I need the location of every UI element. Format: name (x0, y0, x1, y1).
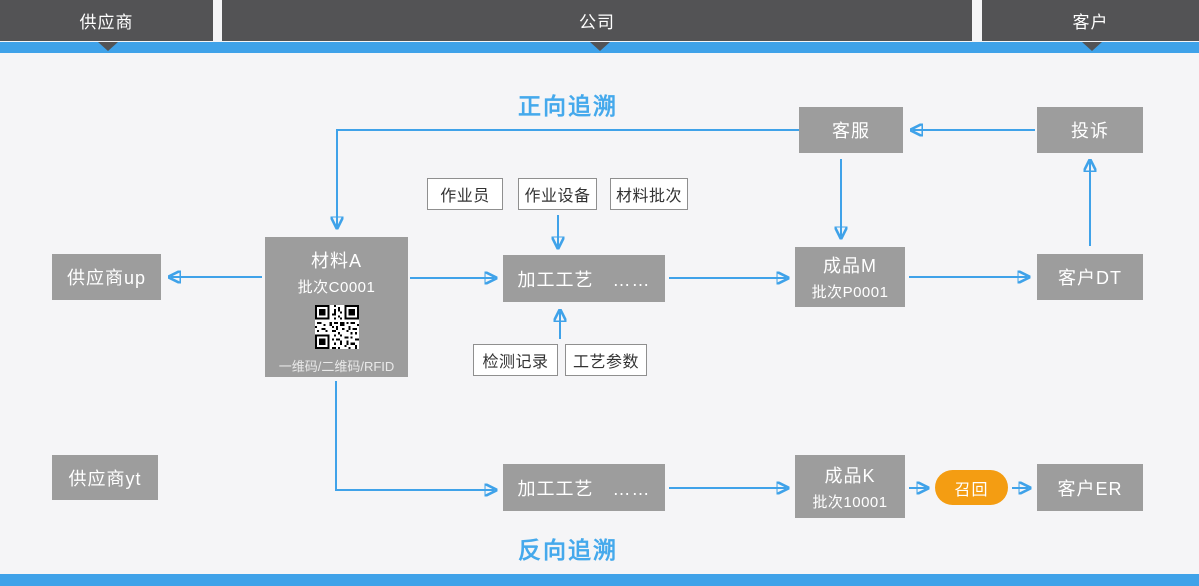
process-bottom-label: 加工工艺 …… (517, 478, 651, 499)
product-m-batch: 批次P0001 (811, 284, 889, 301)
swimlane-header: 供应商 公司 客户 (0, 0, 1199, 41)
tag-inspection-record: 检测记录 (473, 344, 558, 376)
bottom-accent-bar (0, 574, 1199, 586)
complaint-label: 投诉 (1071, 121, 1109, 141)
lane-company-label: 公司 (579, 13, 615, 32)
supplier-pointer-triangle (98, 42, 118, 51)
customer-pointer-triangle (1082, 42, 1102, 51)
lane-supplier: 供应商 (0, 0, 213, 41)
material-a-batch: 批次C0001 (297, 279, 376, 296)
tag-operator: 作业员 (427, 178, 503, 210)
recall-label: 召回 (954, 481, 989, 499)
node-product-m: 成品M 批次P0001 (795, 247, 905, 307)
node-supplier-yt: 供应商yt (52, 455, 158, 500)
material-a-code-caption: 一维码/二维码/RFID (278, 359, 395, 374)
node-complaint: 投诉 (1037, 107, 1143, 153)
lane-customer-label: 客户 (1072, 13, 1109, 32)
material-a-name: 材料A (310, 251, 362, 271)
node-supplier-up: 供应商up (52, 254, 161, 300)
node-product-k: 成品K 批次10001 (795, 455, 905, 518)
product-m-name: 成品M (823, 256, 877, 276)
lane-customer: 客户 (982, 0, 1199, 41)
company-pointer-triangle (590, 42, 610, 51)
supplier-up-label: 供应商up (66, 268, 147, 288)
customer-dt-label: 客户DT (1058, 268, 1122, 288)
tag-material-batch: 材料批次 (610, 178, 688, 210)
tag-equipment: 作业设备 (518, 178, 597, 210)
lane-supplier-label: 供应商 (79, 13, 134, 32)
node-material-a: 材料A 批次C0001 (265, 237, 408, 377)
node-customer-er: 客户ER (1037, 464, 1143, 511)
node-process-top: 加工工艺 …… (503, 255, 665, 302)
product-k-name: 成品K (824, 465, 876, 486)
backward-trace-title: 反向追溯 (518, 537, 618, 563)
supplier-yt-label: 供应商yt (68, 468, 142, 489)
customer-service-label: 客服 (832, 121, 870, 141)
node-process-bottom: 加工工艺 …… (503, 464, 665, 511)
forward-trace-title: 正向追溯 (518, 93, 618, 119)
tag-process-params: 工艺参数 (565, 344, 647, 376)
arrow-material-a-to-process-bottom (335, 381, 494, 490)
lane-company: 公司 (222, 0, 972, 41)
product-k-batch: 批次10001 (812, 493, 888, 511)
customer-er-label: 客户ER (1057, 478, 1123, 499)
node-customer-service: 客服 (799, 107, 903, 153)
node-recall-badge: 召回 (935, 470, 1008, 505)
node-customer-dt: 客户DT (1037, 254, 1143, 300)
process-top-label: 加工工艺 …… (517, 269, 651, 290)
qr-code-icon (314, 305, 359, 349)
